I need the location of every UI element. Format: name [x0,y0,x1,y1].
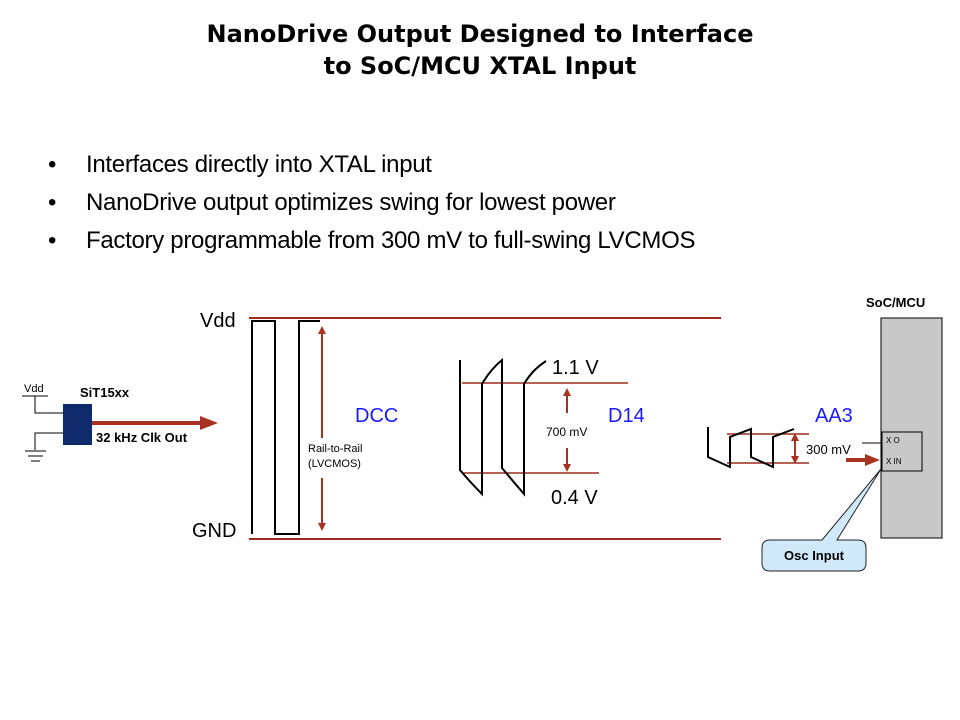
sit15xx-chip [63,404,92,445]
aa3-mode-label: AA3 [815,405,853,427]
dcc-swing-sublabel: (LVCMOS) [308,458,361,470]
d14-mode-label: D14 [608,405,645,427]
soc-block [880,317,943,539]
source-vdd-wire [34,396,63,414]
soc-label: SoC/MCU [866,295,925,310]
vdd-rail-label: Vdd [200,310,236,332]
ground-icon [25,450,46,462]
mode-aa3: 300 mV AA3 [707,405,882,469]
d14-low-label: 0.4 V [551,487,598,509]
title-line-2: to SoC/MCU XTAL Input [323,52,637,80]
xtal-pin-box [881,431,923,472]
title-line-1: NanoDrive Output Designed to Interface [206,20,754,48]
d14-swing-label: 700 mV [546,425,587,439]
bullet-text: Factory programmable from 300 mV to full… [86,227,696,254]
aa3-swing-label: 300 mV [806,442,851,457]
slide-title: NanoDrive Output Designed to Interface t… [0,18,960,82]
d14-waveform [459,357,547,497]
callout-bubble [761,468,882,572]
clk-out-arrow-icon [200,416,218,430]
osc-input-callout: Osc Input [761,468,882,572]
bullet-item: • Interfaces directly into XTAL input [48,146,695,184]
source-vdd-label: Vdd [24,383,44,395]
bullet-text: NanoDrive output optimizes swing for low… [86,189,616,216]
mode-d14: 700 mV 1.1 V 0.4 V D14 [459,357,645,509]
clk-out-label: 32 kHz Clk Out [96,430,188,445]
callout-label: Osc Input [784,548,845,563]
mode-dcc: Rail-to-Rail (LVCMOS) DCC [251,320,398,535]
bullet-text: Interfaces directly into XTAL input [86,151,432,178]
bullet-list: • Interfaces directly into XTAL input • Na… [48,146,696,260]
pin-xo-label: X O [886,436,900,445]
aa3-waveform [707,427,795,469]
bullet-dot-icon: • [48,151,57,178]
dcc-mode-label: DCC [355,405,398,427]
soc-mcu: SoC/MCU X O X IN [846,295,943,539]
bullet-dot-icon: • [48,189,57,216]
gnd-rail-label: GND [192,520,236,542]
bullet-dot-icon: • [48,227,57,254]
supply-rails: Vdd GND [192,310,721,542]
bullet-item: • Factory programmable from 300 mV to ful… [48,222,696,260]
chip-label: SiT15xx [80,385,130,400]
bullet-item: • NanoDrive output optimizes swing for lo… [48,184,695,222]
dcc-swing-label: Rail-to-Rail [308,443,362,455]
xin-arrow-icon [865,454,880,466]
source-oscillator: Vdd SiT15xx 32 kHz Clk Out [22,383,218,462]
source-gnd-wire [34,432,63,450]
dcc-waveform [251,320,320,535]
d14-high-label: 1.1 V [552,357,599,379]
pin-xin-label: X IN [886,457,902,466]
